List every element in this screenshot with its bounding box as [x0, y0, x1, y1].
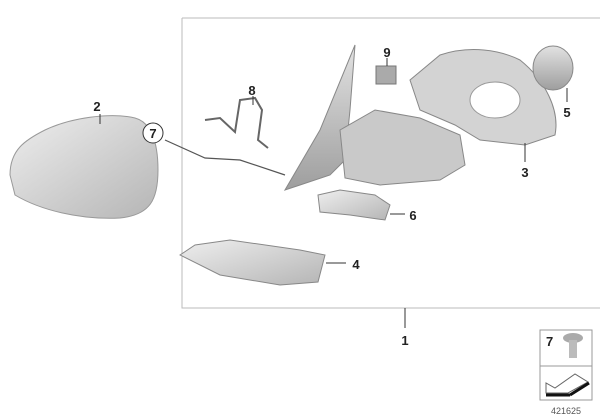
cable-part-7[interactable]	[164, 139, 286, 176]
callout-2[interactable]: 2	[93, 99, 100, 114]
wiring-harness-part-8[interactable]	[204, 96, 269, 149]
clip-part-9[interactable]	[375, 65, 397, 85]
screw-shank	[569, 340, 577, 358]
callout-5[interactable]: 5	[563, 105, 570, 120]
legend-part-label: 7	[546, 334, 553, 349]
callout-8[interactable]: 8	[248, 83, 255, 98]
mirror-cap-part-2[interactable]	[9, 115, 159, 219]
diagram-reference-number: 421625	[551, 406, 581, 416]
callout-6[interactable]: 6	[409, 208, 416, 223]
callout-3[interactable]: 3	[521, 165, 528, 180]
callout-1[interactable]: 1	[401, 333, 408, 348]
callout-7[interactable]: 7	[149, 126, 156, 141]
callout-9[interactable]: 9	[383, 45, 390, 60]
mirror-actuator[interactable]	[339, 109, 466, 186]
callout-4[interactable]: 4	[352, 257, 360, 272]
turn-signal-part-4[interactable]	[179, 239, 326, 286]
assembly-bracket	[181, 17, 600, 328]
motor-part-5[interactable]	[532, 45, 574, 91]
bracket-part-6[interactable]	[317, 189, 391, 221]
screw-legend: 7	[539, 329, 593, 401]
screw-icon	[563, 333, 583, 343]
mirror-base-part-1[interactable]	[283, 44, 356, 191]
arrow-icon	[545, 373, 589, 394]
callout-7-circle	[142, 122, 164, 144]
